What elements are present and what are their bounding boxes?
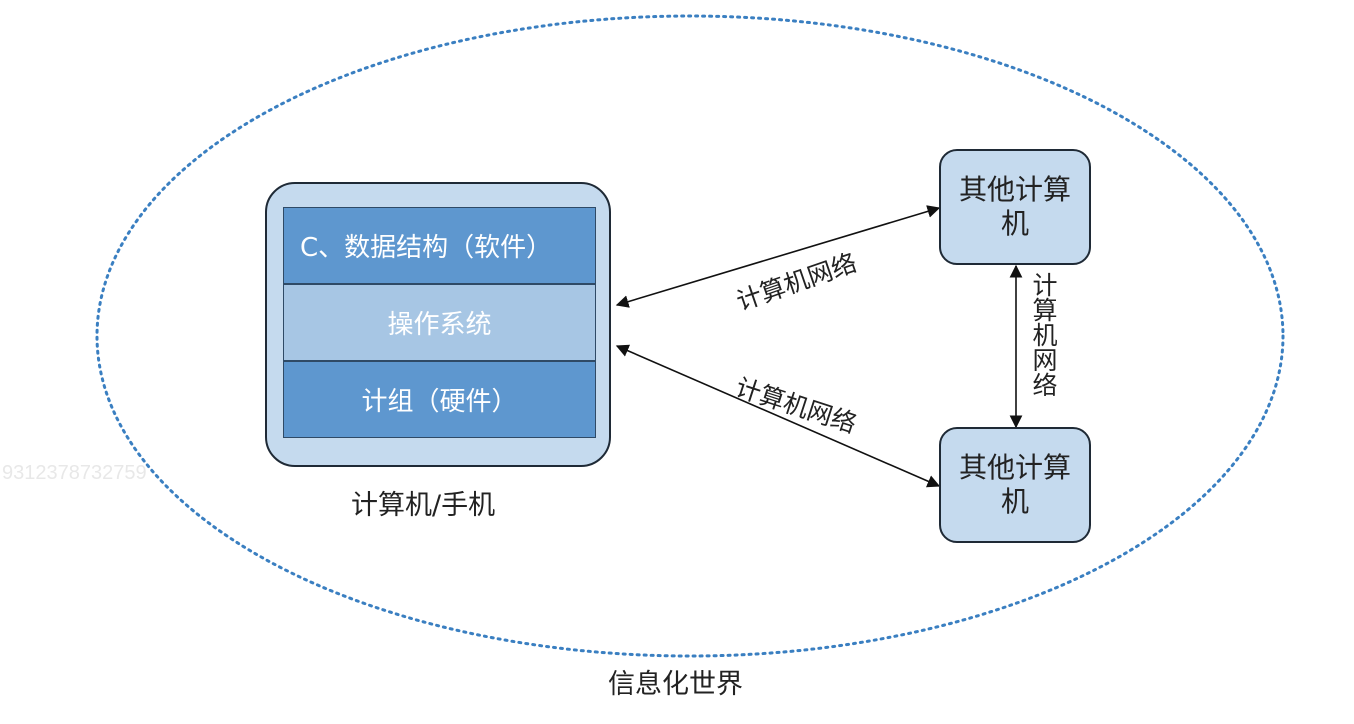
information-world-caption: 信息化世界 [608, 669, 743, 700]
lower-network-link [615, 344, 941, 488]
other-computer-top: 其他计算机 [939, 149, 1091, 265]
os-layer: 操作系统 [283, 284, 596, 361]
hardware-layer: 计组（硬件） [283, 361, 596, 438]
other-computer-bottom: 其他计算机 [939, 427, 1091, 543]
vertical-network-label: 计算机网络 [1029, 272, 1058, 397]
watermark-id: 9312378732759 [2, 462, 147, 484]
information-world-boundary [95, 14, 1285, 658]
upper-network-link [615, 205, 941, 308]
computer-caption: 计算机/手机 [351, 490, 496, 521]
software-layer: C、数据结构（软件） [283, 207, 596, 284]
